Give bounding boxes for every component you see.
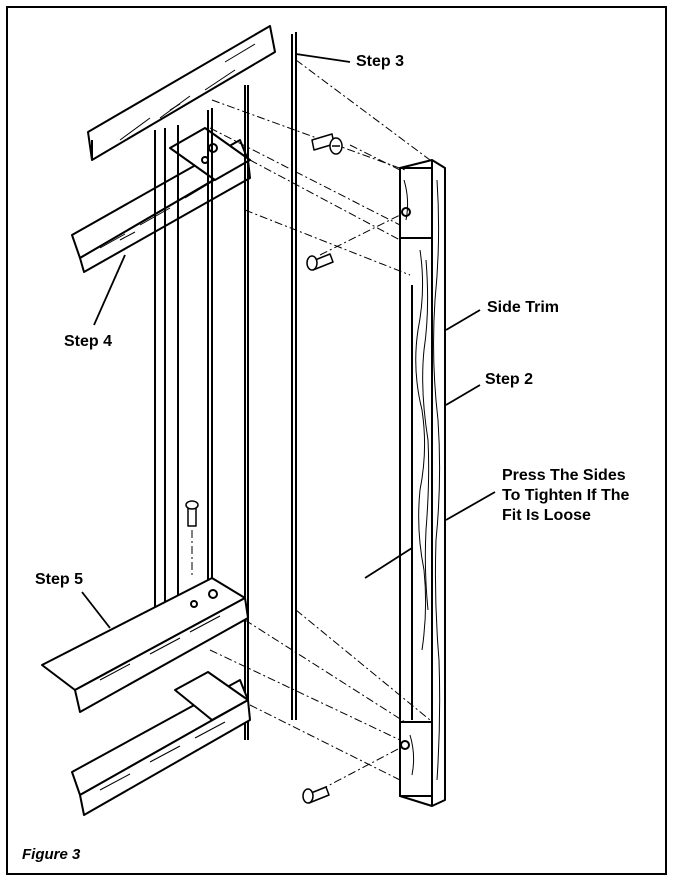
lower-shelf <box>41 577 249 713</box>
label-step5: Step 5 <box>35 571 84 588</box>
projection-lines <box>191 59 431 791</box>
screw-bottom <box>302 786 330 804</box>
screw-top <box>311 133 343 155</box>
cabinet-left-rails <box>154 32 297 740</box>
leader-lines <box>81 53 496 629</box>
screw-middle <box>306 253 334 271</box>
press-line-1: Press The Sides <box>502 467 626 484</box>
label-press-sides: Press The Sides To Tighten If The Fit Is… <box>502 466 629 526</box>
label-step3: Step 3 <box>356 53 405 70</box>
side-trim-piece <box>399 159 446 807</box>
screw-vertical <box>185 500 199 527</box>
label-step2: Step 2 <box>485 371 534 388</box>
press-line-2: To Tighten If The <box>502 487 630 504</box>
label-side-trim: Side Trim <box>487 299 560 316</box>
figure-caption: Figure 3 <box>22 846 81 863</box>
press-line-3: Fit Is Loose <box>502 507 591 524</box>
label-step4: Step 4 <box>64 333 113 350</box>
screws <box>185 133 343 804</box>
bottom-board <box>71 671 251 816</box>
top-board <box>87 25 276 161</box>
